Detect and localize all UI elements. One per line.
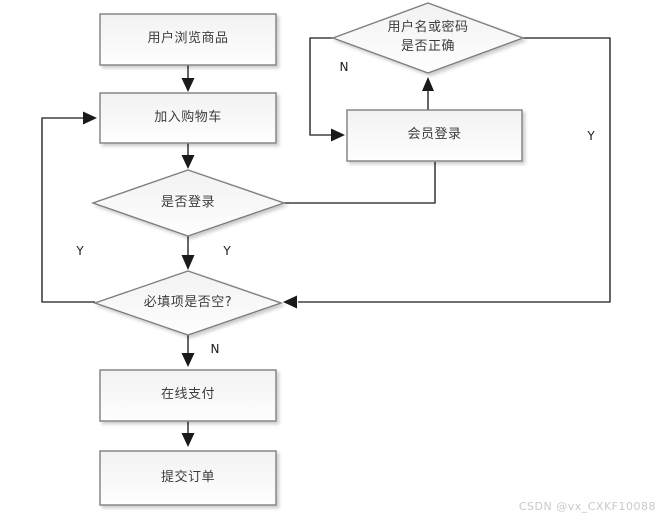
arrowhead-credentials-yes bbox=[283, 295, 297, 309]
branch-label-required-yes: Y bbox=[76, 244, 84, 258]
arrowhead-payment-to-submit bbox=[181, 433, 195, 447]
edge-credentials-yes-to-required bbox=[298, 37, 611, 303]
node-shape-online-payment bbox=[99, 369, 277, 422]
branch-label-loggedin-yes: Y bbox=[223, 244, 231, 258]
node-shape-member-login bbox=[346, 109, 523, 162]
arrowhead-credentials-no bbox=[331, 128, 345, 142]
node-label-required-fields-empty: 必填项是否空? bbox=[143, 294, 233, 310]
node-label-online-payment: 在线支付 bbox=[160, 387, 215, 403]
branch-label-credentials-no: N bbox=[339, 60, 349, 74]
node-shape-submit-order bbox=[99, 450, 277, 506]
node-shape-browse bbox=[99, 13, 277, 66]
node-shape-credentials-correct bbox=[330, 2, 526, 74]
node-shape-add-to-cart bbox=[99, 92, 277, 144]
node-shape-required-fields-empty bbox=[92, 270, 284, 336]
edge-layer bbox=[41, 37, 611, 447]
node-label-member-login: 会员登录 bbox=[407, 127, 462, 143]
node-label-browse: 用户浏览商品 bbox=[147, 31, 229, 47]
edge-credentials-no-to-memberlogin bbox=[309, 37, 333, 136]
branch-label-required-no: N bbox=[210, 342, 220, 356]
branch-label-credentials-yes: Y bbox=[587, 129, 595, 143]
arrowhead-memberlogin-to-credentials bbox=[422, 77, 434, 91]
watermark: CSDN @vx_CXKF10088 bbox=[518, 500, 656, 513]
shape-layer bbox=[90, 2, 526, 506]
node-label-add-to-cart: 加入购物车 bbox=[154, 109, 222, 125]
arrowhead-browse-to-cart bbox=[181, 78, 195, 92]
node-shape-is-logged-in bbox=[90, 169, 287, 237]
node-label-submit-order: 提交订单 bbox=[160, 469, 215, 485]
node-label-credentials-correct: 用户名或密码 是否正确 bbox=[387, 20, 469, 54]
arrowhead-loggedin-to-required bbox=[181, 255, 195, 270]
arrowhead-cart-to-loggedin bbox=[181, 155, 195, 169]
edge-required-yes-feedback-to-cart bbox=[41, 117, 95, 303]
arrowhead-required-to-payment bbox=[181, 353, 195, 367]
edge-loggedin-to-memberlogin bbox=[284, 162, 436, 204]
arrowhead-feedback-to-cart bbox=[83, 111, 97, 125]
node-label-is-logged-in: 是否登录 bbox=[160, 194, 215, 210]
